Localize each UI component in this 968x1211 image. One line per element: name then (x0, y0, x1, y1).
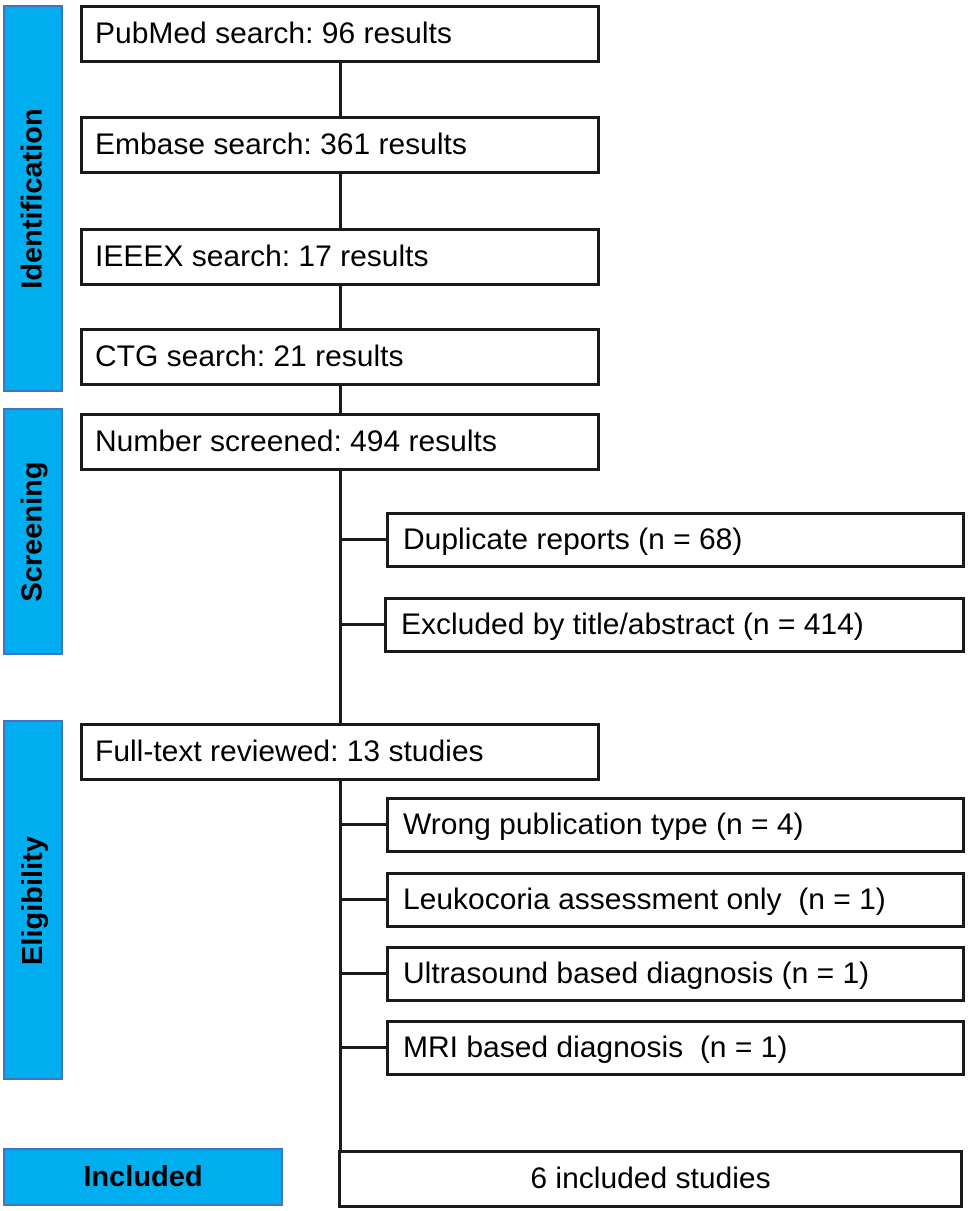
box-duplicate-reports: Duplicate reports (n = 68) (386, 512, 965, 568)
connector-stub-ultrasound (339, 972, 388, 975)
connector-pubmed-to-embase (339, 60, 342, 120)
connector-stub-leukocoria (339, 898, 388, 901)
box-mri-based-diagnosis-label: MRI based diagnosis (n = 1) (403, 1031, 788, 1064)
stage-label-screening: Screening (16, 461, 49, 602)
box-ctg-search-label: CTG search: 21 results (95, 340, 404, 373)
connector-stub-duplicate (339, 538, 388, 541)
box-full-text-reviewed-label: Full-text reviewed: 13 studies (95, 735, 484, 768)
stage-label-included: Included (83, 1160, 203, 1193)
box-ultrasound-based-diagnosis: Ultrasound based diagnosis (n = 1) (386, 946, 965, 1002)
connector-stub-excluded (339, 623, 386, 626)
stage-label-eligibility: Eligibility (16, 835, 49, 965)
box-full-text-reviewed: Full-text reviewed: 13 studies (80, 723, 600, 781)
box-wrong-publication-type-label: Wrong publication type (n = 4) (403, 808, 804, 841)
stage-band-screening: Screening (3, 408, 63, 655)
stage-label-identification: Identification (16, 108, 49, 289)
connector-ieeex-to-ctg (339, 283, 342, 331)
box-ultrasound-based-diagnosis-label: Ultrasound based diagnosis (n = 1) (403, 957, 870, 990)
box-excluded-by-title-abstract: Excluded by title/abstract (n = 414) (384, 597, 965, 653)
box-leukocoria-assessment-only: Leukocoria assessment only (n = 1) (386, 872, 965, 928)
box-number-screened-label: Number screened: 494 results (95, 425, 497, 458)
box-embase-search: Embase search: 361 results (80, 116, 600, 174)
connector-embase-to-ieeex (339, 171, 342, 231)
connector-stub-wrong-publication-type (339, 823, 388, 826)
box-ieeex-search-label: IEEEX search: 17 results (95, 240, 429, 273)
box-leukocoria-assessment-only-label: Leukocoria assessment only (n = 1) (403, 883, 886, 916)
connector-screened-to-fulltext (339, 468, 342, 726)
stage-band-identification: Identification (3, 5, 63, 392)
connector-fulltext-to-included (339, 778, 342, 1153)
box-pubmed-search: PubMed search: 96 results (80, 5, 600, 63)
box-embase-search-label: Embase search: 361 results (95, 128, 467, 161)
box-ctg-search: CTG search: 21 results (80, 328, 600, 386)
box-mri-based-diagnosis: MRI based diagnosis (n = 1) (386, 1020, 965, 1076)
box-included-studies-label: 6 included studies (530, 1162, 771, 1195)
box-included-studies: 6 included studies (338, 1150, 963, 1208)
stage-band-included: Included (3, 1148, 283, 1206)
box-number-screened: Number screened: 494 results (80, 413, 600, 471)
connector-ctg-to-screened (339, 383, 342, 416)
connector-stub-mri (339, 1046, 388, 1049)
box-ieeex-search: IEEEX search: 17 results (80, 228, 600, 286)
box-duplicate-reports-label: Duplicate reports (n = 68) (403, 523, 743, 556)
box-pubmed-search-label: PubMed search: 96 results (95, 17, 452, 50)
stage-band-eligibility: Eligibility (3, 720, 63, 1080)
box-wrong-publication-type: Wrong publication type (n = 4) (386, 797, 965, 853)
box-excluded-by-title-abstract-label: Excluded by title/abstract (n = 414) (401, 608, 864, 641)
